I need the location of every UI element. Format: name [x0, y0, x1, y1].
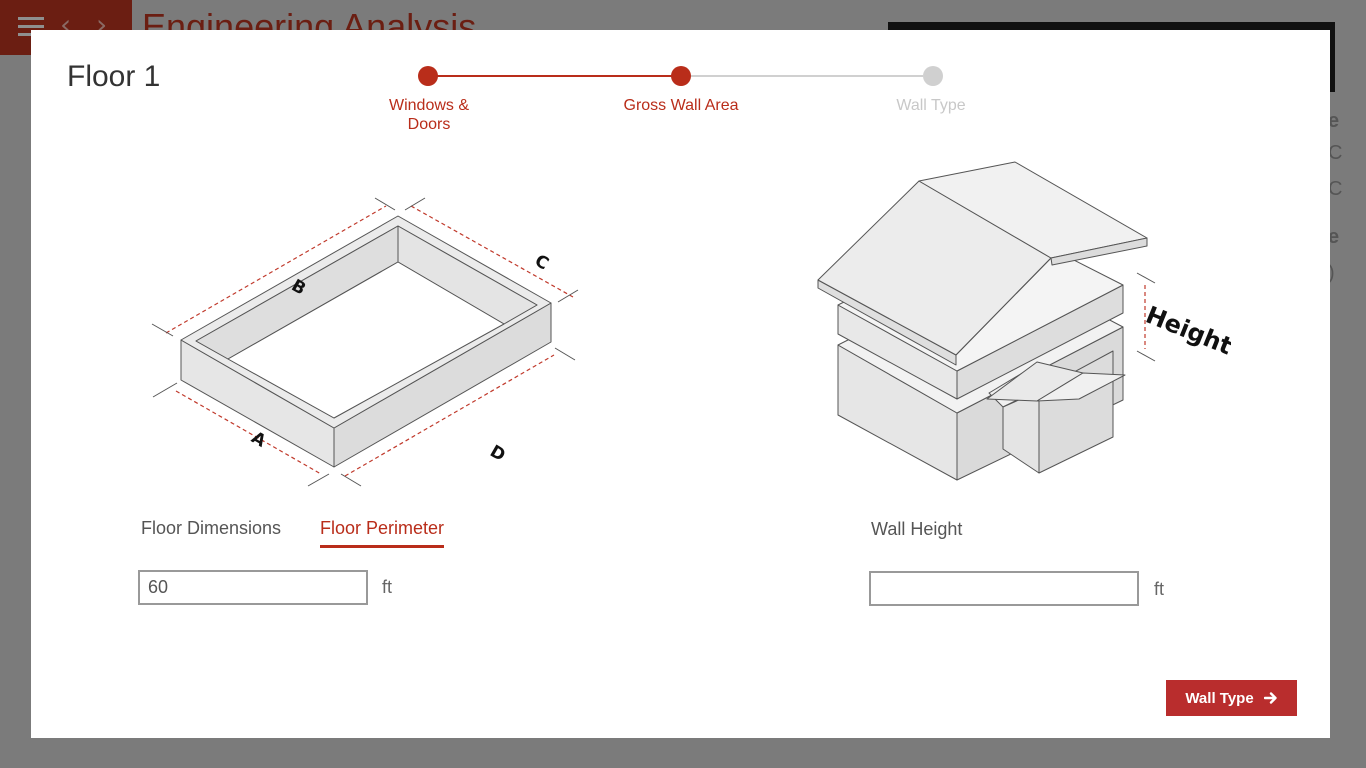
wall-height-diagram: Height [817, 161, 1231, 481]
background-side-text: e [1328, 110, 1340, 132]
arrow-right-icon [1263, 692, 1277, 704]
stepper-line-upcoming [691, 75, 923, 77]
perimeter-label-c: C [531, 251, 552, 275]
step-wall-type-dot [923, 66, 943, 86]
background-side-text: ) [1328, 262, 1335, 284]
forward-icon: › [96, 8, 108, 41]
step-wall-type-label: Wall Type [896, 97, 966, 114]
back-icon: ‹ [60, 8, 72, 41]
height-label: Height [1142, 301, 1231, 361]
background-side-text: C [1328, 142, 1343, 164]
step-gross-wall-area-dot[interactable] [671, 66, 691, 86]
wall-height-input[interactable] [869, 571, 1139, 606]
wall-height-label: Wall Height [871, 519, 963, 539]
stepper-line-complete [437, 75, 673, 77]
next-button-label: Wall Type [1185, 689, 1254, 707]
tab-floor-perimeter[interactable]: Floor Perimeter [320, 518, 445, 548]
floor-perimeter-diagram: A B C D [151, 197, 579, 487]
dialog-title: Floor 1 [67, 60, 161, 93]
gross-wall-area-dialog: Floor 1 Windows & Doors Gross Wall Area … [31, 30, 1330, 738]
wall-type-next-button[interactable]: Wall Type [1166, 680, 1297, 716]
background-side-text: C [1328, 178, 1343, 200]
floor-perimeter-unit: ft [382, 577, 393, 597]
tab-floor-dimensions[interactable]: Floor Dimensions [141, 518, 282, 538]
wall-height-unit: ft [1154, 579, 1165, 599]
step-windows-doors-dot[interactable] [418, 66, 438, 86]
perimeter-label-d: D [486, 441, 508, 465]
step-windows-doors-label[interactable]: Windows & Doors [388, 97, 470, 133]
perimeter-label-a: A [248, 428, 270, 452]
floor-perimeter-input[interactable] [138, 570, 368, 605]
step-gross-wall-area-label[interactable]: Gross Wall Area [623, 97, 739, 114]
background-side-text: e [1328, 226, 1340, 248]
